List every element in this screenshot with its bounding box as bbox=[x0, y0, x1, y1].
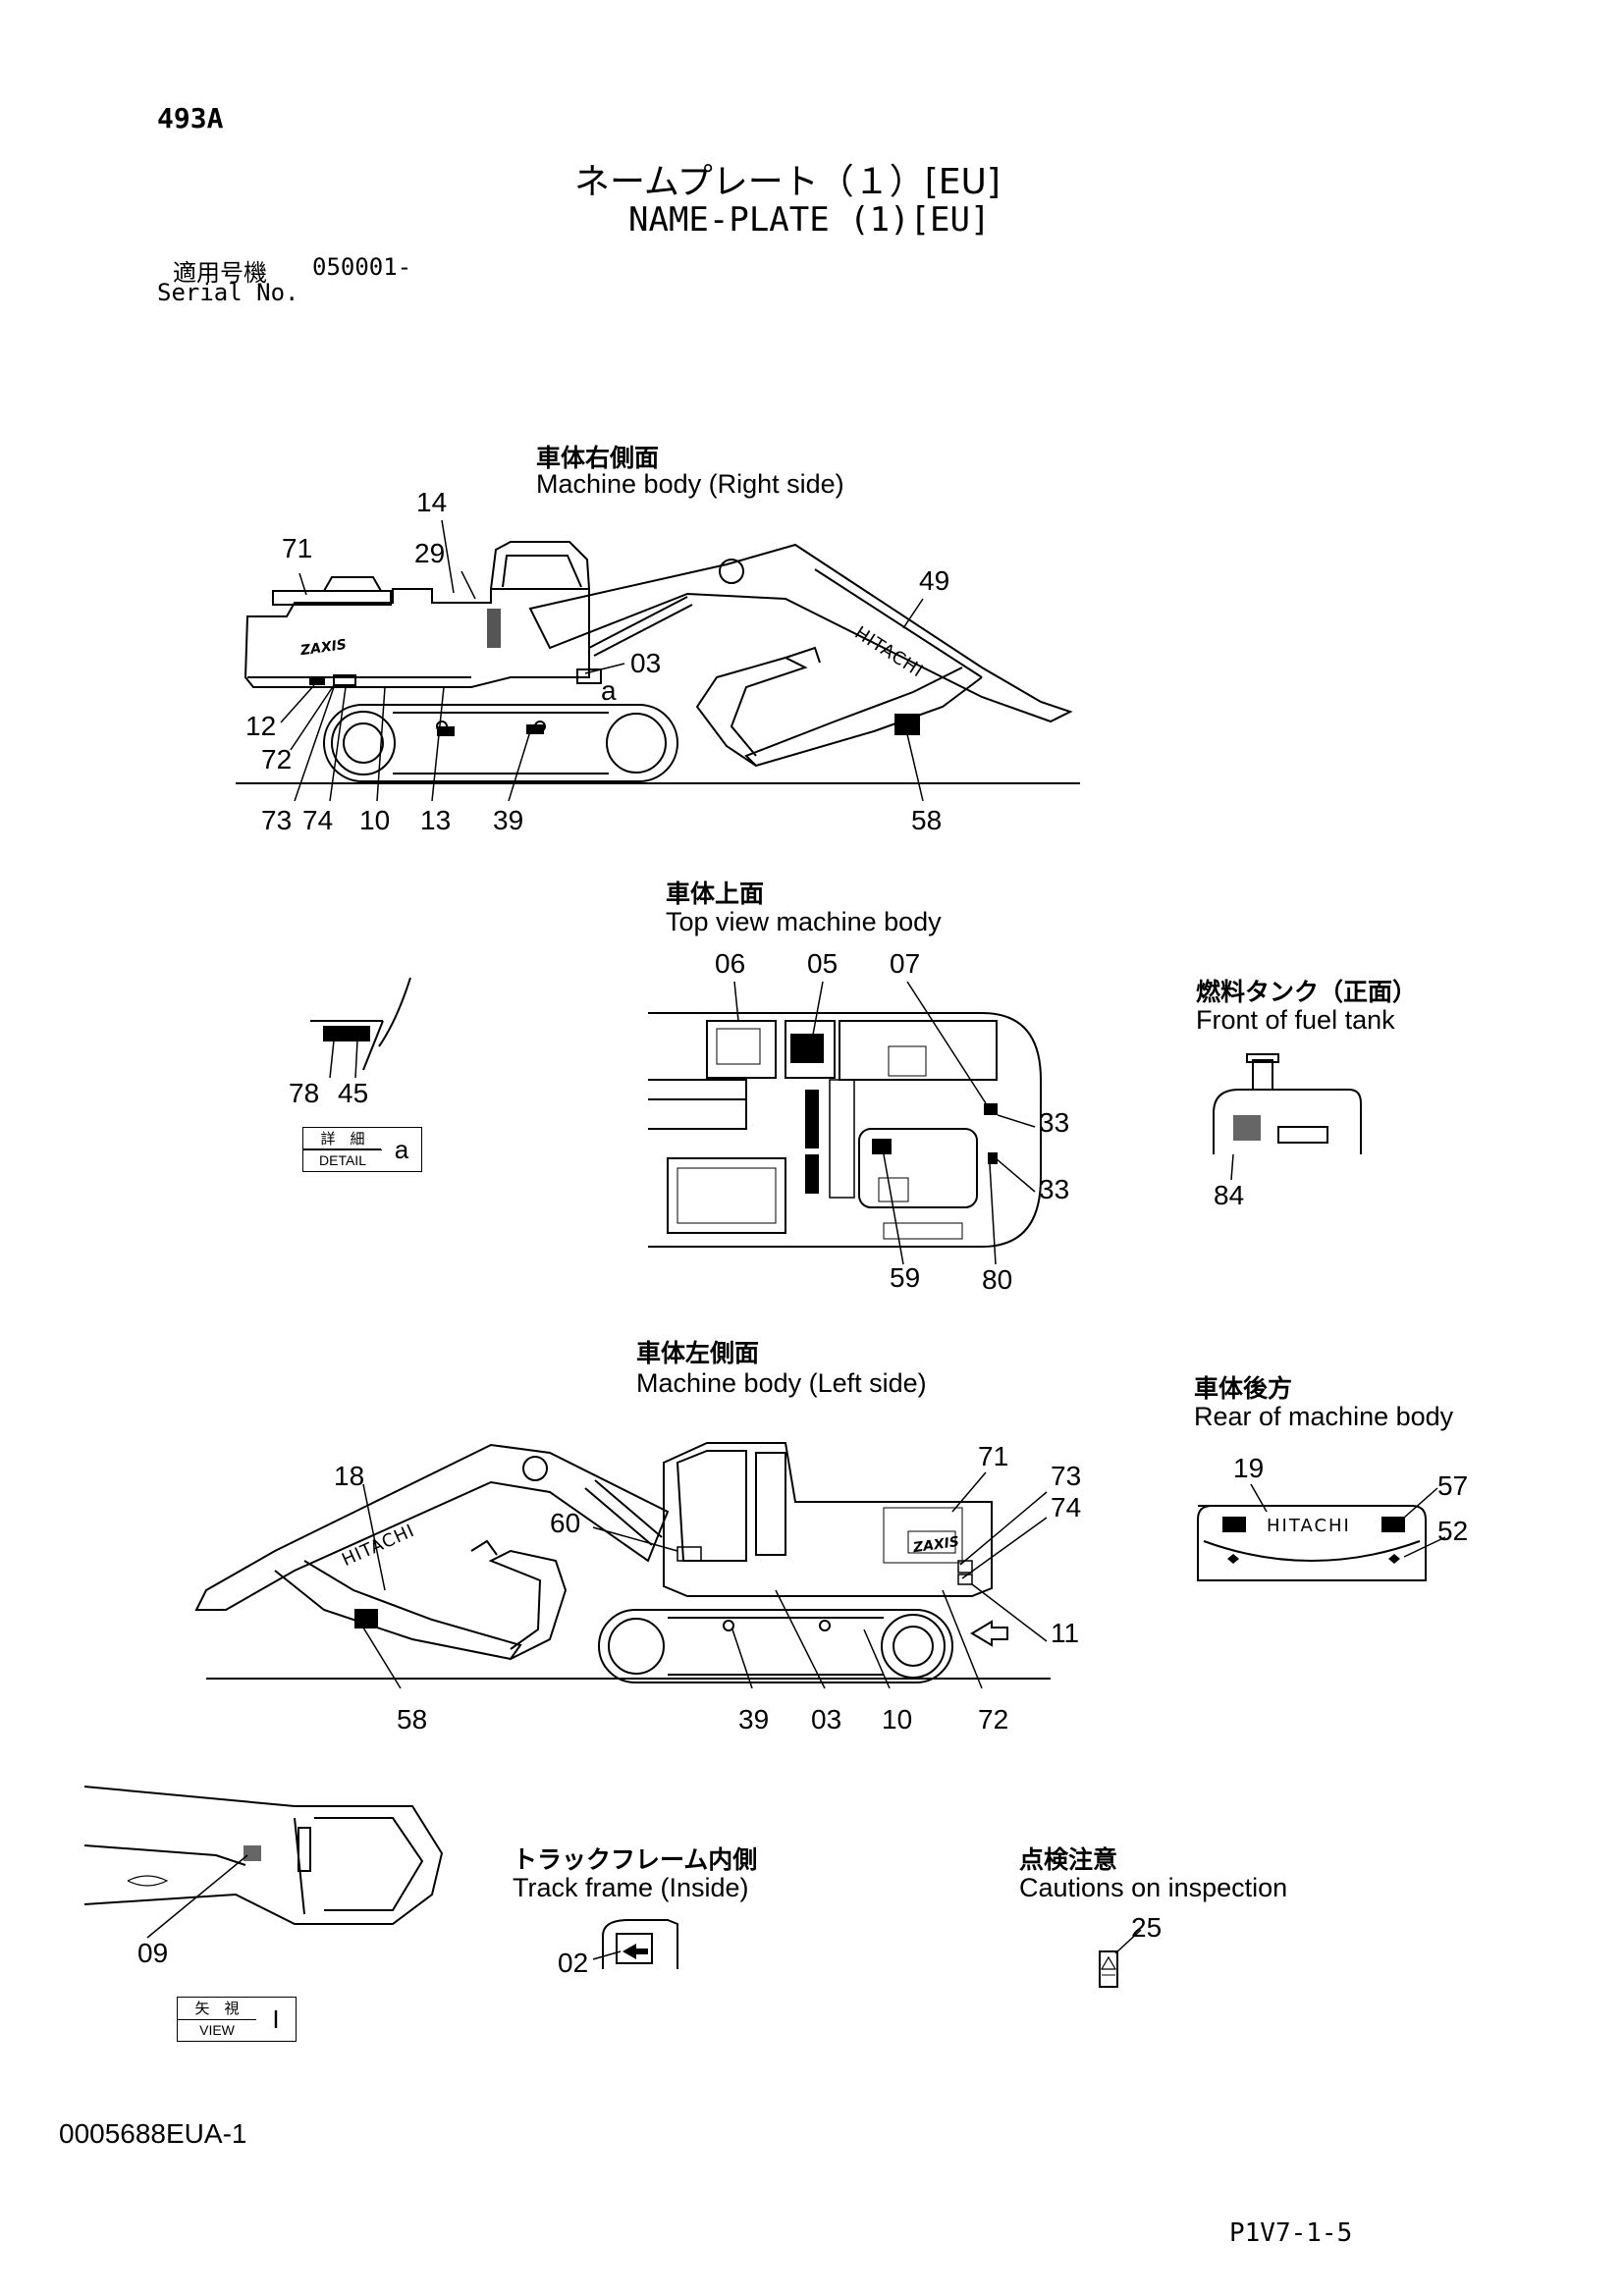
excavator-right-side bbox=[236, 519, 1080, 802]
callout: 73 bbox=[1051, 1461, 1082, 1491]
callout: 45 bbox=[338, 1078, 369, 1108]
callout: 03 bbox=[811, 1704, 842, 1735]
track-frame-drawing bbox=[592, 1919, 678, 1969]
cautions-drawing bbox=[1099, 1929, 1142, 1988]
left-side-caption-en: Machine body (Left side) bbox=[636, 1368, 927, 1398]
detail-box-en: DETAIL bbox=[319, 1152, 366, 1168]
callout: 84 bbox=[1214, 1180, 1245, 1210]
view-box: 矢 視 VIEW I bbox=[177, 1997, 297, 2042]
detail-a-drawing bbox=[310, 977, 411, 1079]
top-view-caption-jp: 車体上面 bbox=[666, 880, 765, 908]
callout: 57 bbox=[1437, 1470, 1469, 1501]
track-frame-caption-en: Track frame (Inside) bbox=[513, 1873, 749, 1902]
callout: 59 bbox=[890, 1262, 921, 1293]
detail-box-letter: a bbox=[394, 1135, 409, 1164]
callout: 03 bbox=[630, 648, 662, 678]
callout: 05 bbox=[807, 948, 839, 979]
excavator-left-side bbox=[194, 1442, 1051, 1689]
callout: 07 bbox=[890, 948, 921, 979]
right-side-caption-en: Machine body (Right side) bbox=[536, 469, 844, 499]
detail-box: 詳 細 DETAIL a bbox=[302, 1127, 422, 1172]
callout: 10 bbox=[359, 805, 391, 835]
callout: 18 bbox=[334, 1461, 365, 1491]
callout: 19 bbox=[1233, 1453, 1265, 1483]
callout: 60 bbox=[550, 1508, 581, 1538]
hitachi-decal-rear: HITACHI bbox=[1267, 1516, 1351, 1536]
track-frame-caption-jp: トラックフレーム内側 bbox=[513, 1845, 758, 1874]
callout: 02 bbox=[558, 1948, 589, 1978]
view-box-jp: 矢 視 bbox=[178, 1998, 256, 2020]
callout: 09 bbox=[137, 1938, 169, 1968]
view-box-letter: I bbox=[272, 2004, 280, 2034]
rear-caption-en: Rear of machine body bbox=[1194, 1402, 1454, 1431]
detail-box-divider bbox=[302, 1148, 381, 1149]
callout: 06 bbox=[715, 948, 746, 979]
callout: 52 bbox=[1437, 1516, 1469, 1546]
callout: 74 bbox=[302, 805, 334, 835]
callout: 72 bbox=[978, 1704, 1009, 1735]
callout: 10 bbox=[882, 1704, 913, 1735]
callout: a bbox=[601, 675, 617, 706]
detail-box-jp: 詳 細 bbox=[303, 1128, 382, 1150]
callout: 39 bbox=[493, 805, 524, 835]
callout: 78 bbox=[289, 1078, 320, 1108]
page-reference: P1V7-1-5 bbox=[1229, 2218, 1353, 2248]
document-number: 0005688EUA-1 bbox=[59, 2118, 247, 2149]
callout: 71 bbox=[282, 533, 313, 563]
callout: 29 bbox=[414, 538, 446, 568]
excavator-top-view bbox=[648, 981, 1042, 1265]
rear-of-machine-drawing bbox=[1197, 1483, 1446, 1581]
callout: 58 bbox=[397, 1704, 428, 1735]
callout: 25 bbox=[1131, 1912, 1163, 1943]
page-title-en: NAME-PLATE (1)[EU] bbox=[628, 200, 991, 240]
right-side-caption-jp: 車体右側面 bbox=[536, 444, 660, 472]
boom-view-drawing bbox=[83, 1786, 444, 1939]
fuel-tank-caption-jp: 燃料タンク（正面） bbox=[1196, 978, 1418, 1006]
rear-caption-jp: 車体後方 bbox=[1194, 1374, 1293, 1403]
callout: 49 bbox=[919, 565, 950, 596]
top-view-caption-en: Top view machine body bbox=[666, 907, 942, 936]
callout: 12 bbox=[245, 711, 277, 741]
left-side-caption-jp: 車体左側面 bbox=[636, 1339, 760, 1367]
callout: 33 bbox=[1039, 1174, 1070, 1204]
callout: 33 bbox=[1039, 1107, 1070, 1138]
cautions-caption-en: Cautions on inspection bbox=[1019, 1873, 1288, 1902]
fuel-tank-front-drawing bbox=[1213, 1053, 1362, 1181]
view-box-en: VIEW bbox=[199, 2022, 235, 2038]
callout: 71 bbox=[978, 1441, 1009, 1471]
serial-label-en: Serial No. bbox=[157, 279, 299, 306]
callout: 74 bbox=[1051, 1492, 1082, 1522]
callout: 11 bbox=[1051, 1618, 1080, 1648]
serial-value: 050001- bbox=[312, 253, 412, 281]
callout: 39 bbox=[738, 1704, 770, 1735]
callout: 14 bbox=[416, 487, 448, 517]
callout: 80 bbox=[982, 1264, 1013, 1295]
page-code: 493A bbox=[157, 102, 224, 134]
callout: 58 bbox=[911, 805, 943, 835]
fuel-tank-caption-en: Front of fuel tank bbox=[1196, 1005, 1395, 1035]
callout: 13 bbox=[420, 805, 452, 835]
cautions-caption-jp: 点検注意 bbox=[1019, 1845, 1118, 1874]
page-title-jp: ネームプレート（１）[EU] bbox=[574, 162, 1001, 202]
callout: 72 bbox=[261, 744, 293, 774]
serial-label-jp: 適用号機 bbox=[173, 259, 267, 287]
callout: 73 bbox=[261, 805, 293, 835]
